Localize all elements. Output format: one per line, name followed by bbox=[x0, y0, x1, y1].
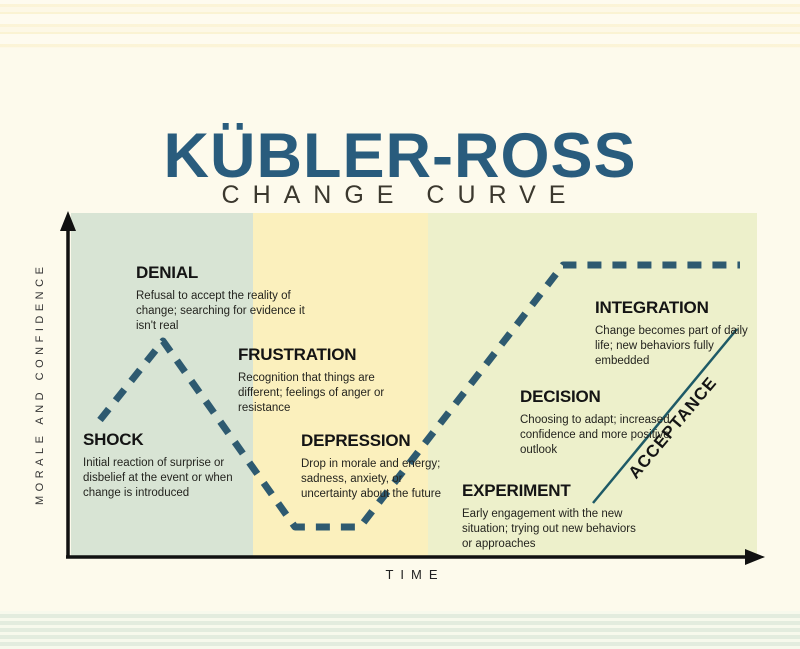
stage-depression-description: Drop in morale and energy; sadness, anxi… bbox=[301, 458, 442, 501]
bottom-decorative-stripes bbox=[0, 611, 800, 649]
poster-subtitle: CHANGE CURVE bbox=[221, 180, 579, 209]
y-axis-label: MORALE AND CONFIDENCE bbox=[34, 262, 46, 505]
stage-experiment: EXPERIMENT Early engagement with the new… bbox=[462, 481, 640, 553]
poster-title: KÜBLER-ROSS bbox=[163, 121, 637, 192]
stage-integration-label: INTEGRATION bbox=[595, 298, 709, 317]
stage-shock-description: Initial reaction of surprise or disbelie… bbox=[83, 457, 233, 500]
stage-decision-description: Choosing to adapt; increased confidence … bbox=[520, 414, 670, 457]
stage-decision-label: DECISION bbox=[520, 387, 601, 406]
stage-integration-description: Change becomes part of daily life; new b… bbox=[595, 325, 748, 368]
stage-denial: DENIAL Refusal to accept the reality of … bbox=[136, 263, 312, 335]
stage-shock: SHOCK Initial reaction of surprise or di… bbox=[83, 430, 253, 502]
stage-frustration: FRUSTRATION Recognition that things are … bbox=[238, 345, 400, 417]
stage-denial-description: Refusal to accept the reality of change;… bbox=[136, 290, 305, 333]
stage-integration: INTEGRATION Change becomes part of daily… bbox=[595, 298, 760, 370]
stage-denial-label: DENIAL bbox=[136, 263, 199, 282]
stage-frustration-description: Recognition that things are different; f… bbox=[238, 372, 385, 415]
x-axis-label: TIME bbox=[385, 567, 445, 582]
stage-shock-label: SHOCK bbox=[83, 430, 144, 449]
stage-depression-label: DEPRESSION bbox=[301, 431, 411, 450]
stage-frustration-label: FRUSTRATION bbox=[238, 345, 357, 364]
top-decorative-stripes bbox=[0, 0, 800, 48]
stage-decision: DECISION Choosing to adapt; increased co… bbox=[520, 387, 688, 459]
stage-depression: DEPRESSION Drop in morale and energy; sa… bbox=[301, 431, 441, 503]
stage-experiment-label: EXPERIMENT bbox=[462, 481, 571, 500]
stage-experiment-description: Early engagement with the new situation;… bbox=[462, 508, 636, 551]
